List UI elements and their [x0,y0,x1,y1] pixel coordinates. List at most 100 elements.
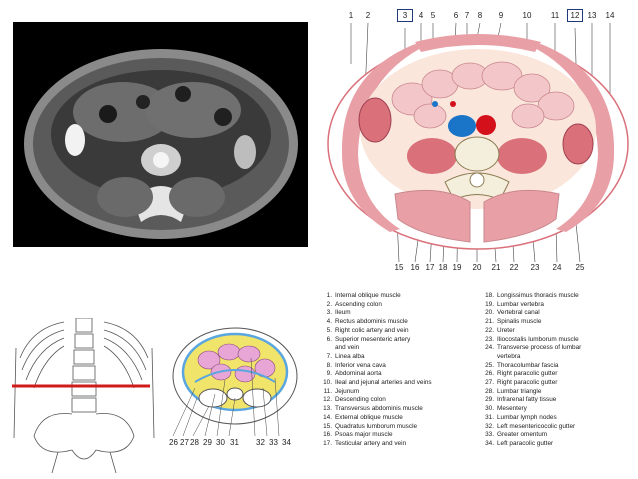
legend-item: and vein [318,344,432,353]
label-30: 30 [216,438,225,447]
legend-text: Ileal and jejunal arteries and veins [335,379,432,387]
legend-number: 26. [485,370,494,378]
legend-item: 1.Internal oblique muscle [318,292,432,301]
label-15: 15 [394,263,404,272]
label-22: 22 [509,263,519,272]
legend-text: Mesentery [497,405,527,413]
legend-text: vertebra [497,352,521,360]
legend-text: Inferior vena cava [335,361,386,369]
cross-section-illustration [320,4,636,276]
legend-item: 22.Ureter [480,327,581,336]
legend-item: 20.Vertebral canal [480,309,581,318]
legend-number: 29. [485,396,494,404]
legend-number: 24. [485,344,494,352]
legend-item: 15.Quadratus lumborum muscle [318,423,432,432]
legend-text: Quadratus lumborum muscle [335,422,418,430]
label-20: 20 [472,263,482,272]
legend-number: 31. [485,413,494,421]
legend-text: Right colic artery and vein [335,326,409,334]
legend-item: 28.Lumbar triangle [480,388,581,397]
legend-number: 6. [326,335,332,343]
label-24: 24 [552,263,562,272]
label-8: 8 [477,11,483,20]
legend-number: 7. [326,352,332,360]
legend-number: 16. [323,431,332,439]
legend-number: 33. [485,431,494,439]
label-25: 25 [575,263,585,272]
legend-text: Jejunum [335,387,360,395]
legend-text: Lumbar lymph nodes [497,413,557,421]
legend-number: 14. [323,413,332,421]
legend-item: vertebra [480,353,581,362]
legend-item: 30.Mesentery [480,405,581,414]
legend-item: 21.Spinalis muscle [480,318,581,327]
legend-text: Rectus abdominis muscle [335,318,408,326]
legend-text: Abdominal aorta [335,370,382,378]
label-1: 1 [348,11,354,20]
legend-number: 13. [323,405,332,413]
legend-text: Ureter [497,326,515,334]
label-18: 18 [438,263,448,272]
legend-number: 5. [326,326,332,334]
legend-item: 6.Superior mesenteric artery [318,336,432,345]
legend-item: 3.Ileum [318,309,432,318]
legend-number: 3. [326,309,332,317]
legend-number: 8. [326,361,332,369]
label-23: 23 [530,263,540,272]
legend-text: Superior mesenteric artery [335,335,411,343]
legend-text: Thoracolumbar fascia [497,361,559,369]
legend-text: Transverse process of lumbar [497,344,582,352]
legend-number: 11. [323,387,332,395]
legend-number: 28. [485,387,494,395]
legend-item: 11.Jejunum [318,388,432,397]
legend-item: 10.Ileal and jejunal arteries and veins [318,379,432,388]
legend-item: 4.Rectus abdominis muscle [318,318,432,327]
legend-text: Internal oblique muscle [335,292,401,299]
legend-text: and vein [335,344,360,352]
legend-item: 5.Right colic artery and vein [318,327,432,336]
label-6: 6 [453,11,459,20]
label-4: 4 [418,11,424,20]
legend-text: Lumbar triangle [497,387,542,395]
legend-text: Greater omentum [497,431,548,439]
label-29: 29 [203,438,212,447]
legend-number: 32. [485,422,494,430]
label-12-highlighted: 12 [567,9,583,22]
legend-text: Descending colon [335,396,386,404]
legend-item: 16.Psoas major muscle [318,431,432,440]
legend-item: 25.Thoracolumbar fascia [480,362,581,371]
label-21: 21 [491,263,501,272]
legend-item: 7.Linea alba [318,353,432,362]
legend-number: 1. [326,292,332,299]
legend-text: Ascending colon [335,300,382,308]
label-27: 27 [180,438,189,447]
legend-text: Infrarenal fatty tissue [497,396,557,404]
legend-item: 26.Right paracolic gutter [480,370,581,379]
legend-text: Iliocostalis lumborum muscle [497,335,579,343]
legend-item: 29.Infrarenal fatty tissue [480,396,581,405]
label-34: 34 [282,438,291,447]
label-31: 31 [230,438,239,447]
legend-item: 9.Abdominal aorta [318,370,432,379]
legend-item: 31.Lumbar lymph nodes [480,414,581,423]
legend-item: 27.Right paracolic gutter [480,379,581,388]
legend-item: 14.External oblique muscle [318,414,432,423]
legend-text: Linea alba [335,352,365,360]
legend-text: Left paracolic gutter [497,439,554,447]
legend-text: Longissimus thoracis muscle [497,292,579,299]
label-17: 17 [425,263,435,272]
legend-item: 24.Transverse process of lumbar [480,344,581,353]
peritoneal-schematic [165,318,305,458]
legend-number: 12. [323,396,332,404]
legend-number: 27. [485,379,494,387]
skeleton-level-diagram [12,318,160,473]
legend-item: 2.Ascending colon [318,301,432,310]
legend-text: Right paracolic gutter [497,370,558,378]
label-10: 10 [522,11,532,20]
legend-number: 2. [326,300,332,308]
label-2: 2 [365,11,371,20]
label-7: 7 [464,11,470,20]
